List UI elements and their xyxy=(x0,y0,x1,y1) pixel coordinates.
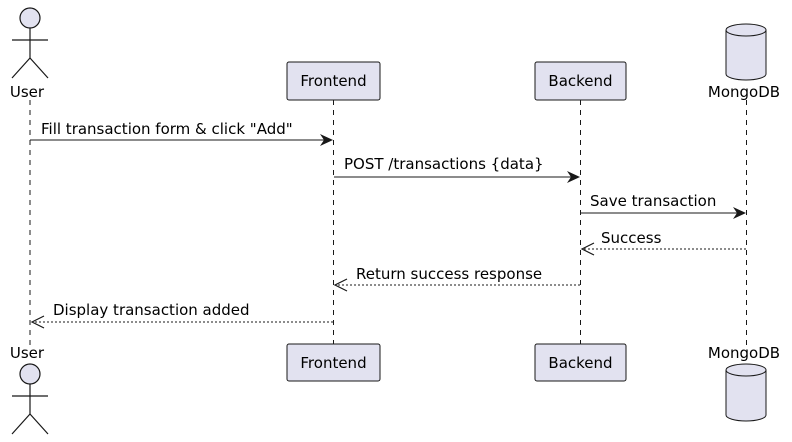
message-display-added: Display transaction added xyxy=(30,301,333,329)
arrowhead-icon xyxy=(333,278,348,292)
arrowhead-icon xyxy=(320,134,333,146)
participant-mongodb-top: MongoDB xyxy=(708,23,780,101)
actor-icon xyxy=(11,363,49,435)
message-return-success: Return success response xyxy=(333,265,580,292)
participant-label-mongodb: MongoDB xyxy=(708,344,780,362)
message-fill-form: Fill transaction form & click "Add" xyxy=(30,120,333,146)
participant-box xyxy=(534,343,627,382)
participant-mongodb-bottom: MongoDB xyxy=(708,344,780,422)
arrowhead-icon xyxy=(733,207,746,219)
participant-frontend-top: Frontend xyxy=(286,61,381,101)
participant-backend-bottom: Backend xyxy=(534,343,627,382)
message-save-transaction: Save transaction xyxy=(581,192,746,219)
participant-backend-top: Backend xyxy=(534,61,627,101)
message-post-transactions: POST /transactions {data} xyxy=(334,155,580,183)
actor-icon xyxy=(11,7,49,79)
participant-label-user: User xyxy=(10,83,45,101)
participant-box xyxy=(286,343,381,382)
participant-box xyxy=(534,61,627,101)
arrowhead-icon xyxy=(30,315,45,329)
message-label: Save transaction xyxy=(590,192,716,210)
message-label: Fill transaction form & click "Add" xyxy=(41,120,293,138)
messages: Fill transaction form & click "Add" POST… xyxy=(30,120,746,329)
arrowhead-icon xyxy=(580,242,595,256)
participant-frontend-bottom: Frontend xyxy=(286,343,381,382)
message-label: POST /transactions {data} xyxy=(344,155,544,173)
participant-label-backend: Backend xyxy=(548,354,612,372)
arrowhead-icon xyxy=(567,171,580,183)
participant-label-user: User xyxy=(10,344,45,362)
message-label: Success xyxy=(601,229,662,247)
participant-user-bottom: User xyxy=(10,344,49,435)
message-label: Display transaction added xyxy=(53,301,250,319)
lifelines xyxy=(29,100,747,348)
message-label: Return success response xyxy=(356,265,542,283)
participant-box xyxy=(286,61,381,101)
participant-user-top: User xyxy=(10,7,49,101)
participant-label-backend: Backend xyxy=(548,72,612,90)
database-icon xyxy=(725,23,767,81)
participant-label-frontend: Frontend xyxy=(300,354,366,372)
participant-label-frontend: Frontend xyxy=(300,72,366,90)
participant-label-mongodb: MongoDB xyxy=(708,83,780,101)
database-icon xyxy=(725,363,767,422)
message-success: Success xyxy=(580,229,746,256)
